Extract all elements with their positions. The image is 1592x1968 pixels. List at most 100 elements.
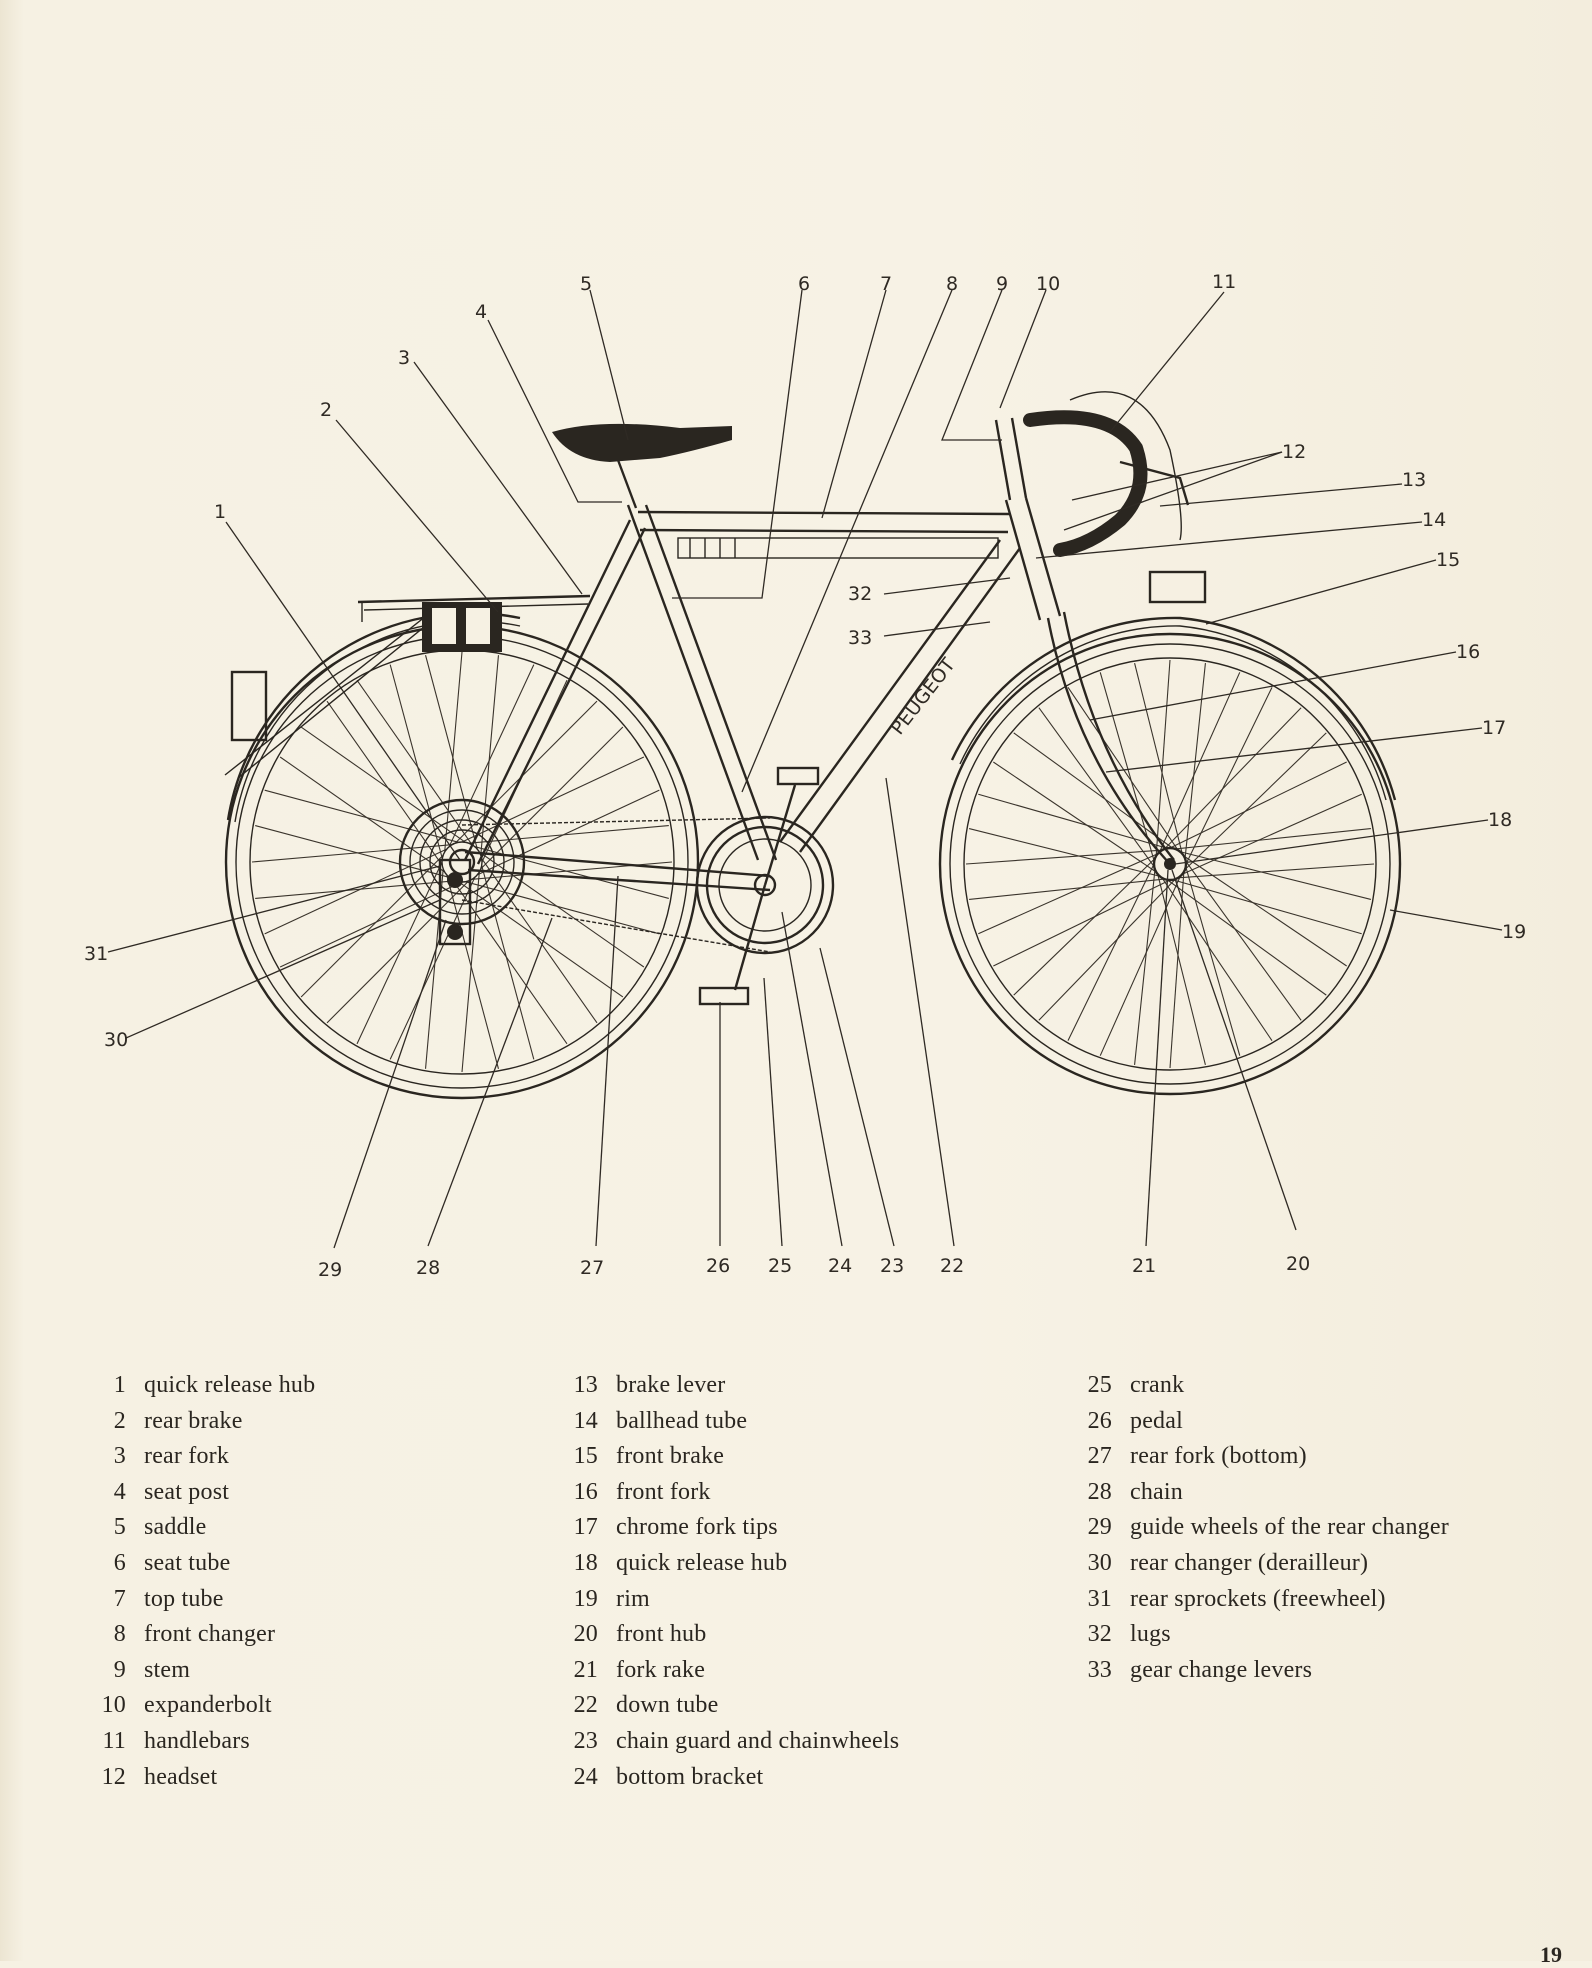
legend-number: 30: [1087, 1549, 1112, 1576]
legend-number: 3: [113, 1443, 126, 1470]
spoke: [1185, 860, 1302, 1021]
callout-21: 21: [1132, 1255, 1156, 1277]
callout-5: 5: [580, 273, 592, 295]
spoke: [993, 761, 1157, 873]
callout-16: 16: [1456, 641, 1480, 663]
spoke: [425, 655, 478, 850]
legend-number: 2: [113, 1407, 126, 1434]
spoke: [1166, 879, 1327, 996]
legend-label: lugs: [1130, 1621, 1171, 1648]
legend-label: front fork: [616, 1478, 711, 1505]
legend-label: quick release hub: [616, 1549, 788, 1576]
legend-number: 7: [113, 1585, 126, 1612]
legend-number: 17: [573, 1514, 598, 1541]
spoke: [461, 756, 645, 843]
front-wheel-spokes: [965, 659, 1375, 1069]
spoke: [356, 679, 473, 845]
legend-label: seat post: [144, 1478, 230, 1505]
legend-number: 18: [573, 1549, 598, 1576]
spoke: [454, 700, 598, 844]
spoke: [444, 651, 463, 853]
spoke: [446, 874, 499, 1069]
callout-25: 25: [768, 1255, 792, 1277]
spoke: [255, 880, 456, 900]
legend-number: 6: [113, 1549, 126, 1576]
legend-label: rear sprockets (freewheel): [1130, 1585, 1386, 1612]
callout-13: 13: [1402, 469, 1426, 491]
legend-label: quick release hub: [144, 1372, 316, 1398]
callout-17: 17: [1482, 717, 1506, 739]
bicycle-diagram: PEUGEOT: [84, 271, 1526, 1281]
legend-label: rear fork: [144, 1443, 230, 1470]
callout-31: 31: [84, 943, 108, 965]
spoke: [1134, 869, 1156, 1065]
callout-30: 30: [104, 1029, 128, 1051]
spoke: [1164, 707, 1302, 850]
callout-3: 3: [398, 347, 410, 369]
legend-label: chain: [1130, 1478, 1183, 1505]
callout-29: 29: [318, 1259, 342, 1281]
spoke: [978, 793, 1168, 849]
callout-8: 8: [946, 273, 958, 295]
callout-28: 28: [416, 1257, 440, 1279]
legend-number: 25: [1087, 1372, 1112, 1398]
spoke: [993, 879, 1171, 967]
legend-number: 16: [573, 1478, 598, 1505]
spoke: [465, 881, 660, 935]
callout-27: 27: [580, 1257, 604, 1279]
spoke: [1159, 672, 1241, 852]
spoke: [1169, 761, 1347, 849]
legend-number: 15: [573, 1443, 598, 1470]
callout-26: 26: [706, 1255, 730, 1277]
legend-label: guide wheels of the rear changer: [1130, 1514, 1449, 1541]
legend-label: chain guard and chainwheels: [616, 1727, 900, 1754]
legend-label: headset: [144, 1763, 218, 1790]
spoke: [1038, 707, 1155, 868]
spoke: [1183, 855, 1347, 967]
spoke: [264, 789, 459, 843]
spoke: [1134, 662, 1183, 854]
legend-number: 12: [101, 1763, 126, 1790]
legend-number: 33: [1087, 1656, 1112, 1683]
legend-number: 19: [573, 1585, 598, 1612]
spoke: [1067, 863, 1155, 1041]
spoke: [389, 664, 443, 859]
callout-7: 7: [880, 273, 892, 295]
callout-24: 24: [828, 1255, 852, 1277]
legend-label: expanderbolt: [144, 1692, 272, 1719]
spoke: [1175, 828, 1371, 850]
callout-6: 6: [798, 273, 810, 295]
callout-4: 4: [475, 301, 487, 323]
legend-number: 10: [101, 1692, 126, 1719]
legend-label: front changer: [144, 1621, 276, 1648]
spoke: [1180, 851, 1372, 900]
legend-label: bottom bracket: [616, 1763, 764, 1790]
spoke: [448, 664, 535, 847]
legend-number: 24: [573, 1763, 598, 1790]
bicycle-frame: [463, 391, 1190, 892]
callout-11: 11: [1212, 271, 1236, 293]
legend-number: 22: [573, 1692, 598, 1719]
callout-numbers: 1 2 3 4 5 6 7 8 9 10 11 12 13 14 15 16 1…: [84, 271, 1526, 1281]
spoke: [1172, 879, 1362, 935]
spoke: [264, 848, 447, 935]
legend-label: rim: [616, 1585, 650, 1612]
page-number: 19: [1540, 1942, 1562, 1967]
spoke: [1067, 687, 1179, 851]
legend-number: 14: [573, 1407, 598, 1434]
legend-number: 32: [1087, 1621, 1112, 1648]
callout-10: 10: [1036, 273, 1060, 295]
callout-32: 32: [848, 583, 872, 605]
legend-label: crank: [1130, 1372, 1185, 1398]
callout-1: 1: [214, 501, 226, 523]
spoke: [1161, 877, 1273, 1041]
rear-wheel: [224, 624, 700, 1100]
spoke: [968, 828, 1160, 877]
callout-12: 12: [1282, 441, 1306, 463]
callout-19: 19: [1502, 921, 1526, 943]
spoke: [300, 854, 444, 998]
spoke: [1184, 732, 1327, 870]
spoke: [461, 871, 480, 1073]
spoke: [481, 865, 535, 1060]
